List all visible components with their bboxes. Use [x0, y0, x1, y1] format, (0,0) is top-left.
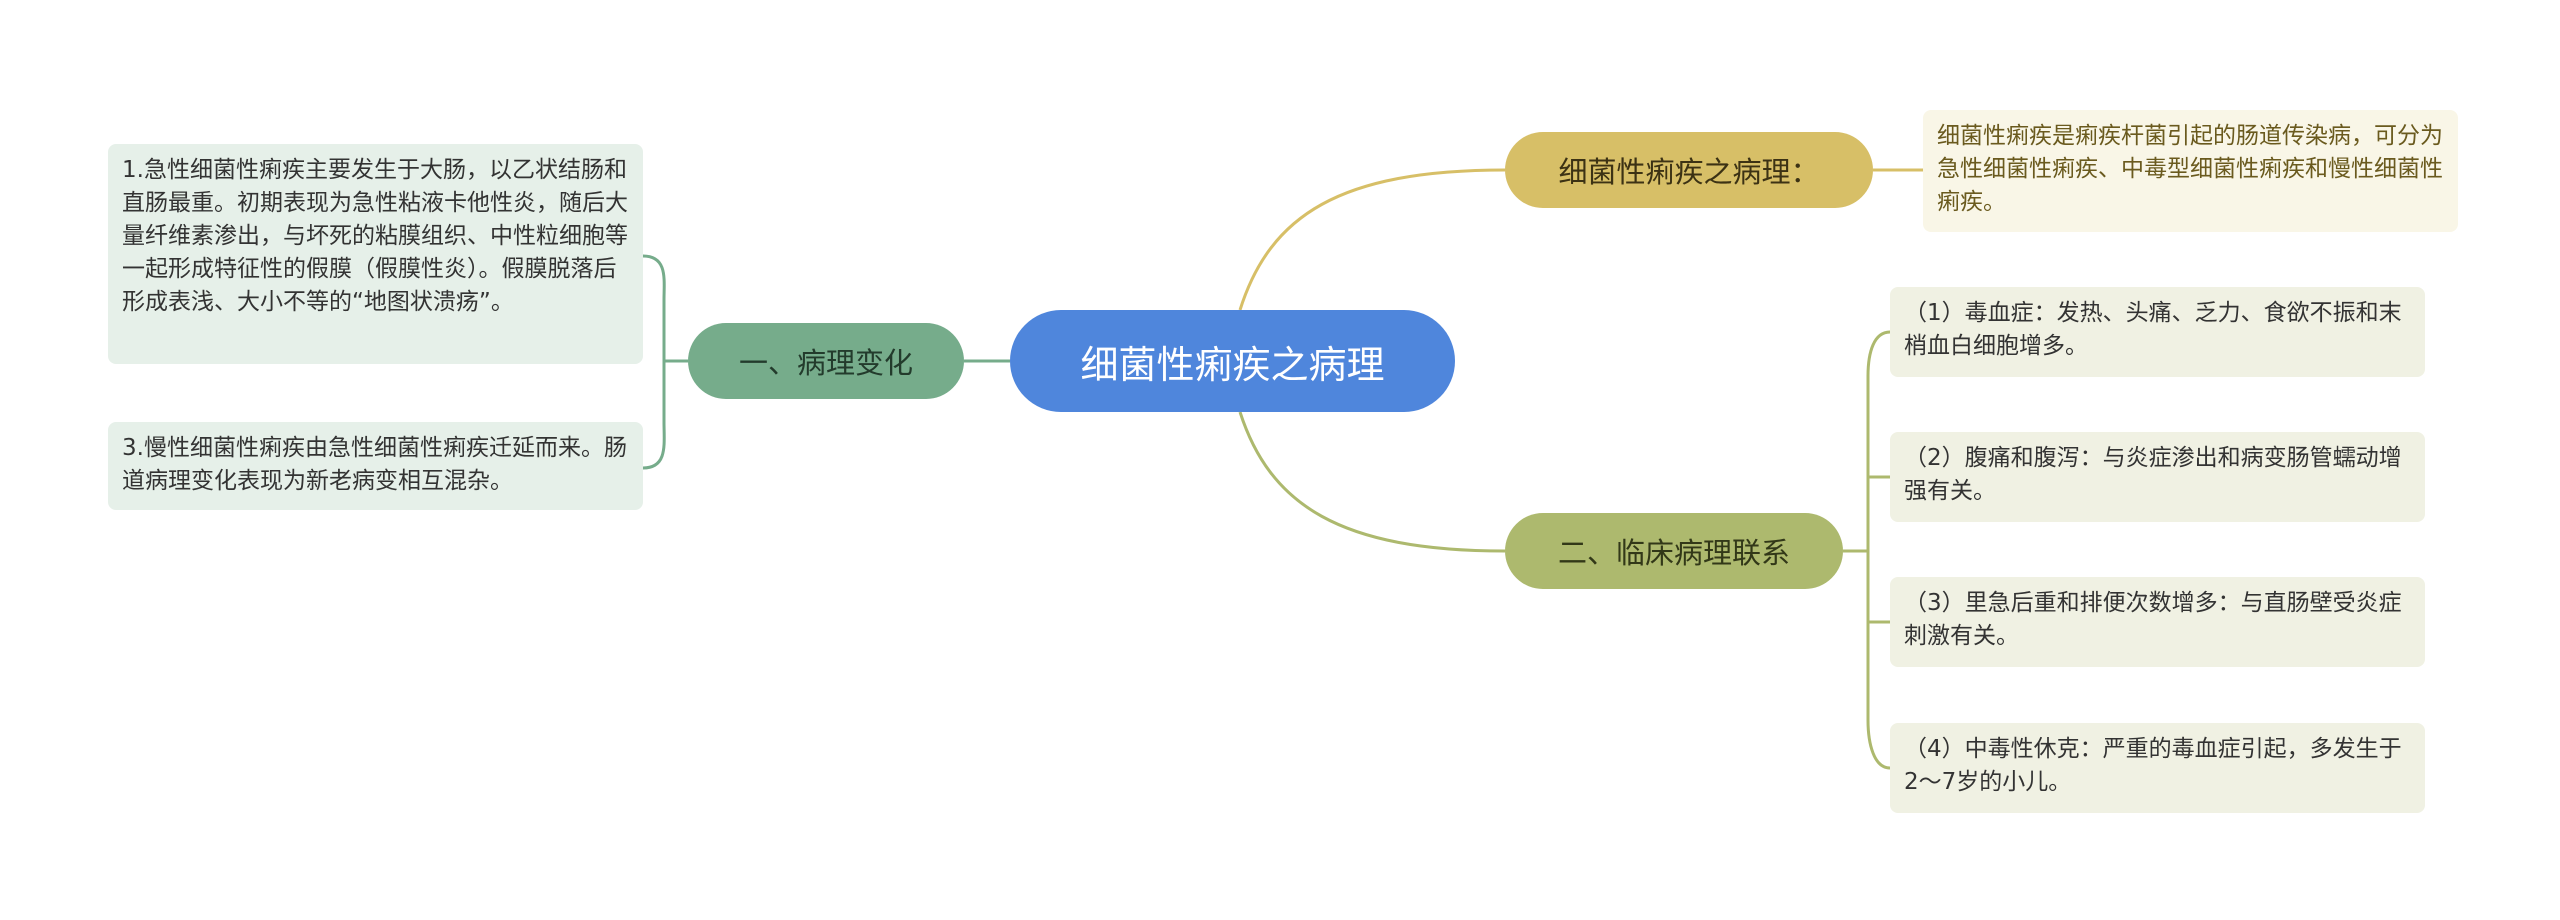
leaf-card-chronic-dysentery[interactable]: 3.慢性细菌性痢疾由急性细菌性痢疾迁延而来。肠道病理变化表现为新老病变相互混杂。 [108, 422, 643, 510]
leaf-text: （2）腹痛和腹泻：与炎症渗出和病变肠管蠕动增强有关。 [1904, 445, 2402, 504]
branch-label: 细菌性痢疾之病理： [1558, 155, 1820, 189]
leaf-card-acute-dysentery[interactable]: 1.急性细菌性痢疾主要发生于大肠，以乙状结肠和直肠最重。初期表现为急性粘液卡他性… [108, 144, 643, 364]
leaf-card-definition[interactable]: 细菌性痢疾是痢疾杆菌引起的肠道传染病，可分为急性细菌性痢疾、中毒型细菌性痢疾和慢… [1923, 110, 2458, 232]
connector-pathology-change-items [642, 254, 688, 470]
connector-root-pathology-definition [1238, 168, 1506, 311]
leaf-text: 1.急性细菌性痢疾主要发生于大肠，以乙状结肠和直肠最重。初期表现为急性粘液卡他性… [122, 157, 628, 315]
connector-root-clinical [1238, 411, 1506, 553]
leaf-text: 3.慢性细菌性痢疾由急性细菌性痢疾迁延而来。肠道病理变化表现为新老病变相互混杂。 [122, 435, 627, 494]
branch-node-pathology-change[interactable]: 一、病理变化 [688, 323, 964, 399]
branch-node-clinical[interactable]: 二、临床病理联系 [1505, 513, 1843, 589]
leaf-card-toxemia[interactable]: （1）毒血症：发热、头痛、乏力、食欲不振和末梢血白细胞增多。 [1890, 287, 2425, 377]
leaf-text: （4）中毒性休克：严重的毒血症引起，多发生于2～7岁的小儿。 [1904, 736, 2402, 795]
leaf-card-tenesmus[interactable]: （3）里急后重和排便次数增多：与直肠壁受炎症刺激有关。 [1890, 577, 2425, 667]
leaf-text: （3）里急后重和排便次数增多：与直肠壁受炎症刺激有关。 [1904, 590, 2402, 649]
branch-label: 一、病理变化 [738, 346, 913, 380]
leaf-text: （1）毒血症：发热、头痛、乏力、食欲不振和末梢血白细胞增多。 [1904, 300, 2402, 359]
leaf-card-abdominal-pain[interactable]: （2）腹痛和腹泻：与炎症渗出和病变肠管蠕动增强有关。 [1890, 432, 2425, 522]
leaf-card-toxic-shock[interactable]: （4）中毒性休克：严重的毒血症引起，多发生于2～7岁的小儿。 [1890, 723, 2425, 813]
root-label: 细菌性痢疾之病理 [1080, 342, 1385, 387]
branch-node-pathology-definition[interactable]: 细菌性痢疾之病理： [1505, 132, 1873, 208]
leaf-text: 细菌性痢疾是痢疾杆菌引起的肠道传染病，可分为急性细菌性痢疾、中毒型细菌性痢疾和慢… [1937, 123, 2443, 215]
mindmap-root-node[interactable]: 细菌性痢疾之病理 [1010, 310, 1455, 412]
branch-label: 二、临床病理联系 [1557, 536, 1790, 570]
connector-clinical-items [1843, 330, 1891, 770]
